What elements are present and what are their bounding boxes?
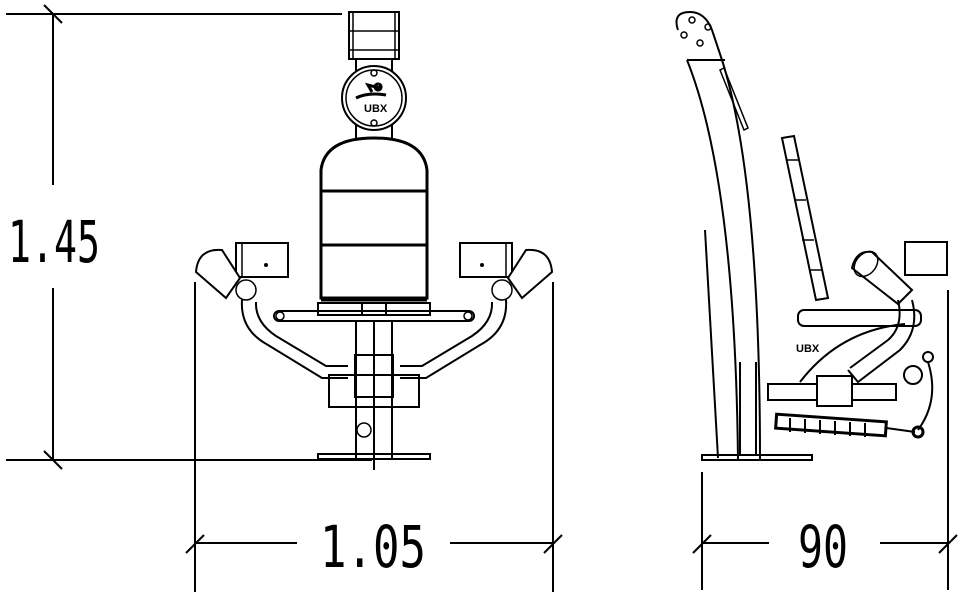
right-handle-pad bbox=[459, 242, 513, 278]
front-view: UBX bbox=[194, 11, 554, 470]
side-seat bbox=[797, 309, 922, 327]
side-backrest bbox=[780, 134, 830, 302]
height-label: 1.45 bbox=[8, 208, 100, 276]
side-view: UBX bbox=[675, 10, 948, 461]
depth-label: 90 bbox=[798, 513, 848, 581]
shock-absorber bbox=[774, 412, 888, 438]
base-plate bbox=[317, 453, 431, 460]
crossbar bbox=[273, 310, 475, 322]
side-handle-pad bbox=[904, 241, 948, 276]
side-post bbox=[675, 10, 761, 461]
side-logo-text: UBX bbox=[796, 343, 820, 355]
logo-disc bbox=[341, 65, 407, 131]
width-label: 1.05 bbox=[320, 513, 426, 581]
backrest bbox=[319, 136, 429, 300]
headrest bbox=[348, 11, 400, 60]
side-base-plate bbox=[701, 454, 813, 461]
width-dimension: 1.05 bbox=[185, 282, 563, 592]
depth-dimension: 90 bbox=[692, 290, 958, 590]
height-dimension: 1.45 bbox=[6, 4, 372, 470]
left-handle-pad bbox=[235, 242, 289, 278]
logo-text: UBX bbox=[364, 103, 388, 115]
